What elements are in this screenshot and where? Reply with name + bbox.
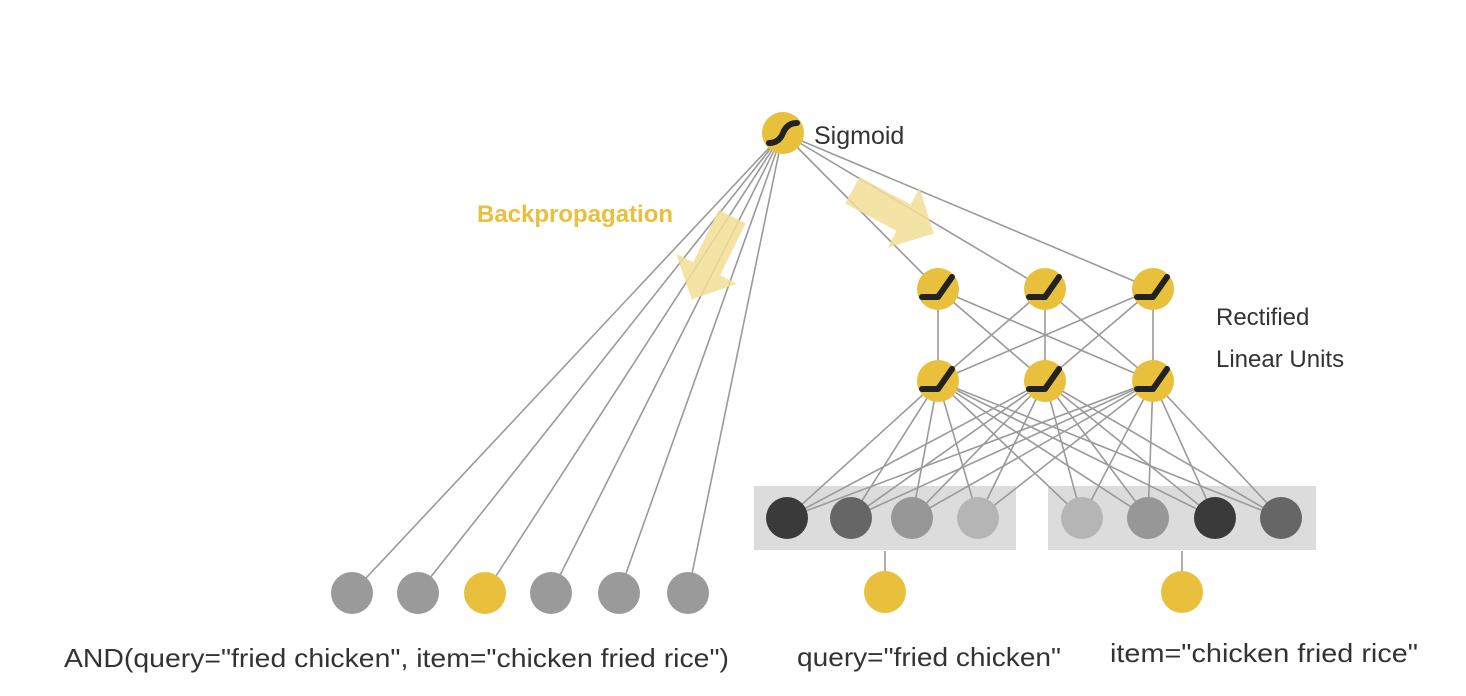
- embedding-node: [1061, 497, 1103, 539]
- embedding-connection-line: [937, 380, 1083, 519]
- embedding-node: [957, 497, 999, 539]
- wide-input-node: [667, 572, 709, 614]
- embedding-connection-line: [911, 380, 1046, 519]
- deep-connection-line: [782, 132, 1154, 290]
- embedding-node: [766, 497, 808, 539]
- embedding-node: [1260, 497, 1302, 539]
- wide-connection-line: [687, 132, 784, 594]
- relu-unit: [1132, 268, 1174, 310]
- sigmoid-curve-icon: [766, 120, 800, 146]
- relu-unit: [1024, 360, 1066, 402]
- relu-curve-icon: [919, 366, 955, 392]
- relu-unit: [1024, 268, 1066, 310]
- query-feature-label: query="fried chicken": [797, 642, 1061, 672]
- embedding-connection-line: [1044, 380, 1083, 519]
- sigmoid-unit: [762, 112, 804, 154]
- embedding-connection-line: [1081, 380, 1154, 519]
- wide-input-node: [464, 572, 506, 614]
- wide-input-node: [397, 572, 439, 614]
- embedding-connection-line: [1152, 380, 1282, 519]
- embedding-connection-line: [1152, 380, 1216, 519]
- embedding-connection-line: [850, 380, 1046, 519]
- wide-connection-line: [417, 132, 784, 594]
- relu-curve-icon: [1134, 366, 1170, 392]
- embedding-node: [891, 497, 933, 539]
- wide-input-node: [331, 572, 373, 614]
- backpropagation-arrows: [676, 177, 934, 300]
- relu-curve-icon: [1026, 274, 1062, 300]
- relu-unit: [917, 268, 959, 310]
- embedding-connection-line: [786, 380, 939, 519]
- embedding-connection-line: [1147, 380, 1154, 519]
- wide-connection-line: [484, 132, 784, 594]
- wide-input-node: [598, 572, 640, 614]
- embedding-connection-line: [1044, 380, 1149, 519]
- embedding-connection-line: [911, 380, 1154, 519]
- feature-input-node: [1161, 571, 1203, 613]
- relu-curve-icon: [1134, 274, 1170, 300]
- embedding-connection-line: [786, 380, 1046, 519]
- feature-input-node: [864, 571, 906, 613]
- network-nodes: [331, 112, 1302, 614]
- cross-product-feature-label: AND(query="fried chicken", item="chicken…: [64, 643, 729, 673]
- arrow-icon: [676, 210, 746, 300]
- relu-unit: [1132, 360, 1174, 402]
- wide-input-node: [530, 572, 572, 614]
- wide-connection-line: [618, 132, 784, 594]
- embedding-connection-line: [1044, 380, 1216, 519]
- embedding-connection-line: [977, 380, 1154, 519]
- hidden-connection-line: [1044, 288, 1154, 382]
- backpropagation-label: Backpropagation: [477, 201, 673, 228]
- embedding-connection-line: [977, 380, 1046, 519]
- relu-curve-icon: [919, 274, 955, 300]
- embedding-connection-line: [1044, 380, 1282, 519]
- embedding-connection-line: [786, 380, 1154, 519]
- embedding-connection-line: [937, 380, 1216, 519]
- relu-label-line1: Rectified: [1216, 304, 1309, 331]
- embedding-node: [1127, 497, 1169, 539]
- embedding-node: [830, 497, 872, 539]
- embedding-connection-line: [937, 380, 979, 519]
- relu-curve-icon: [1026, 366, 1062, 392]
- wide-connection-line: [550, 132, 784, 594]
- relu-label-line2: Linear Units: [1216, 346, 1344, 373]
- arrow-icon: [845, 177, 934, 248]
- relu-unit: [917, 360, 959, 402]
- embedding-connection-line: [850, 380, 939, 519]
- embedding-connection-line: [937, 380, 1149, 519]
- embedding-connection-line: [850, 380, 1154, 519]
- wide-connection-line: [351, 132, 784, 594]
- embedding-connection-line: [911, 380, 939, 519]
- hidden-connection-line: [937, 288, 1046, 382]
- item-feature-label: item="chicken fried rice": [1110, 638, 1418, 668]
- embedding-node: [1194, 497, 1236, 539]
- hidden-connection-line: [937, 288, 1154, 382]
- embedding-connection-line: [937, 380, 1282, 519]
- sigmoid-label: Sigmoid: [814, 122, 904, 150]
